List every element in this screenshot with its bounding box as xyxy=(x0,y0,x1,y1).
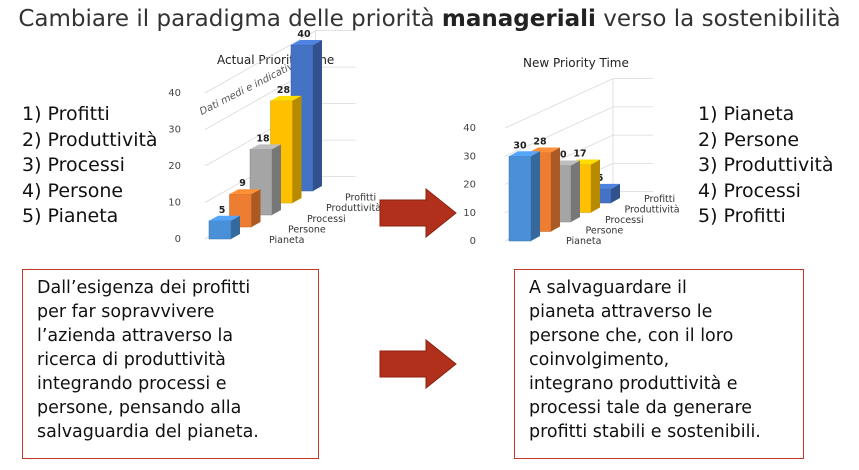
chart-title-new: New Priority Time xyxy=(523,56,629,70)
list-item: 3) Produttività xyxy=(698,154,834,176)
bar-top xyxy=(529,147,560,153)
list-item: 1) Profitti xyxy=(22,103,110,125)
category-label: Profitti xyxy=(345,193,376,204)
current-approach-box: Dall’esigenza dei profitti per far sopra… xyxy=(22,269,319,459)
text-line: processi tale da generare xyxy=(529,398,753,418)
bar-side xyxy=(313,40,322,191)
y-tick-label: 30 xyxy=(463,151,476,162)
data-label: 5 xyxy=(219,205,226,216)
bar-top xyxy=(209,215,240,221)
bar-top xyxy=(270,95,302,101)
bar-top xyxy=(509,151,540,157)
bar-side xyxy=(251,189,261,227)
text-line: persone che, con il loro xyxy=(529,326,734,346)
data-label: 30 xyxy=(513,140,527,151)
category-label: Pianeta xyxy=(269,235,304,246)
list-item: 4) Persone xyxy=(22,179,124,202)
text-line: integrano produttività e xyxy=(529,374,738,394)
bar-top xyxy=(291,40,322,45)
y-tick-label: 0 xyxy=(470,236,476,247)
bar-top xyxy=(250,144,281,150)
arrow-right-icon xyxy=(379,188,457,238)
page-title: Cambiare il paradigma delle priorità man… xyxy=(18,6,841,32)
bar-side xyxy=(551,147,560,232)
data-label: 20 xyxy=(553,150,567,161)
bar-side xyxy=(272,144,281,215)
arrow-right-icon xyxy=(379,339,457,389)
bar-pianeta xyxy=(508,156,532,242)
category-label: Processi xyxy=(307,214,346,225)
list-item: 5) Profitti xyxy=(698,205,786,227)
data-label: 28 xyxy=(533,136,547,147)
text-line: persone, pensando alla xyxy=(37,398,242,418)
category-label: Produttività xyxy=(625,205,680,216)
data-label: 18 xyxy=(256,133,270,144)
text-line: coinvolgimento, xyxy=(529,350,670,370)
gridline xyxy=(504,78,653,129)
text-line: per far sopravvivere xyxy=(37,302,215,322)
y-tick-label: 10 xyxy=(463,208,476,219)
text-line: ricerca di produttività xyxy=(37,350,226,370)
y-tick-label: 30 xyxy=(168,125,181,136)
y-tick-label: 40 xyxy=(168,88,181,99)
list-item: 4) Processi xyxy=(698,179,801,202)
text-line: salvaguardia del pianeta. xyxy=(37,422,259,442)
text-line: profitti stabili e sostenibili. xyxy=(529,422,761,442)
y-tick-label: 0 xyxy=(175,234,181,245)
category-label: Processi xyxy=(605,215,644,226)
y-tick-label: 20 xyxy=(168,161,181,172)
bar-side xyxy=(231,215,240,239)
list-item: 3) Processi xyxy=(22,154,125,176)
list-item: 2) Persone xyxy=(698,128,800,151)
data-label: 9 xyxy=(239,178,246,189)
text-line: Dall’esigenza dei profitti xyxy=(37,278,251,298)
new-priorities-list: 1) Pianeta 2) Persone 3) Produttività 4)… xyxy=(698,102,834,230)
category-label: Pianeta xyxy=(566,236,601,247)
bar-top xyxy=(229,189,261,195)
y-tick-label: 20 xyxy=(463,180,476,191)
text-line: integrando processi e xyxy=(37,374,227,394)
list-item: 2) Produttività xyxy=(22,128,158,151)
list-item: 1) Pianeta xyxy=(698,103,795,125)
new-approach-box: A salvaguardare il pianeta attraverso le… xyxy=(514,269,804,459)
category-label: Persone xyxy=(288,224,326,235)
category-label: Profitti xyxy=(644,194,675,205)
category-label: Persone xyxy=(586,226,624,237)
list-item: 5) Pianeta xyxy=(22,205,119,227)
bar-side xyxy=(292,95,302,203)
data-label: 40 xyxy=(297,29,311,40)
category-label: Produttività xyxy=(326,203,381,214)
bar-side xyxy=(531,151,540,241)
text-line: pianeta attraverso le xyxy=(529,302,713,322)
text-line: l’azienda attraverso la xyxy=(37,326,234,346)
y-tick-label: 10 xyxy=(168,198,181,209)
bar-side xyxy=(571,160,580,222)
bar-side xyxy=(591,159,600,213)
text-line: A salvaguardare il xyxy=(529,278,687,298)
bar-side xyxy=(611,183,620,203)
data-label: 28 xyxy=(277,85,291,96)
data-label: 17 xyxy=(573,149,586,160)
current-priorities-list: 1) Profitti 2) Produttività 3) Processi … xyxy=(22,102,158,230)
y-tick-label: 40 xyxy=(463,123,476,134)
